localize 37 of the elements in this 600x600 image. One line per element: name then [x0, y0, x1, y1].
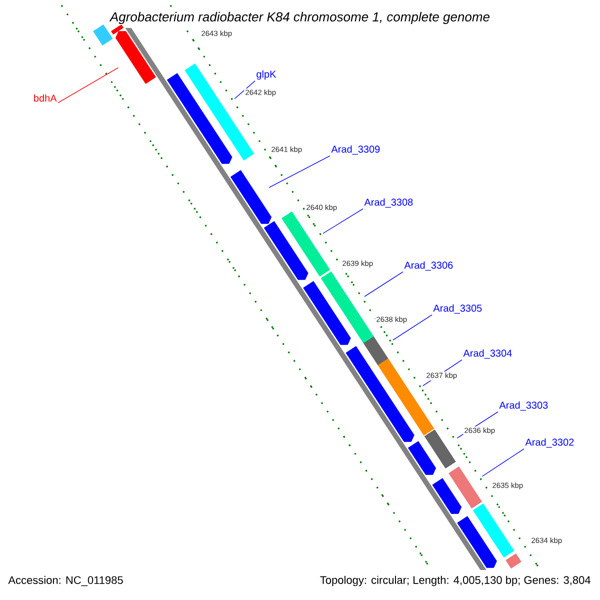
gene-bar: [363, 336, 388, 366]
gene-bar: [472, 503, 514, 558]
gene-block: [408, 441, 436, 475]
gene-label: Arad_3306: [404, 261, 453, 271]
gene-label: Arad_3303: [499, 401, 548, 411]
gene-block: [457, 516, 497, 568]
gene-block: [303, 281, 351, 345]
leader-line: [58, 67, 119, 104]
gene-block: [264, 221, 308, 280]
gene-block: [432, 478, 462, 514]
gene-label: bdhA: [34, 94, 57, 102]
gene-bar: [320, 271, 374, 344]
gene-block: [230, 170, 272, 224]
gene-label: Arad_3308: [364, 198, 413, 208]
gene-block: [166, 73, 232, 164]
gene-bar: [282, 211, 330, 277]
gene-label: Arad_3309: [331, 145, 380, 155]
gene-bar: [448, 466, 482, 509]
genome-info-text: Topology: circular; Length: 4,005,130 bp; Genes: 3,804: [320, 576, 590, 586]
gene-block: [358, 366, 414, 442]
gene-label: Arad_3302: [525, 438, 574, 448]
gene-label: Arad_3305: [433, 304, 482, 314]
gene-label: Arad_3304: [463, 349, 512, 359]
title: Agrobacterium radiobacter K84 chromosome 1, complete genome: [108, 10, 492, 26]
leader-line: [234, 80, 256, 99]
gene-label: glpK: [256, 70, 276, 80]
gene-block: [115, 31, 156, 84]
leader-line: [364, 271, 404, 297]
gene-bar: [424, 429, 456, 469]
leader-line: [268, 155, 330, 188]
leader-line: [322, 208, 364, 234]
accession-text: Accession: NC_011985: [8, 576, 123, 586]
gene-bar: [506, 553, 522, 569]
gene-bar: [93, 24, 113, 46]
leader-line: [392, 314, 432, 340]
gene-bar: [111, 24, 124, 35]
leader-line: [482, 448, 524, 477]
